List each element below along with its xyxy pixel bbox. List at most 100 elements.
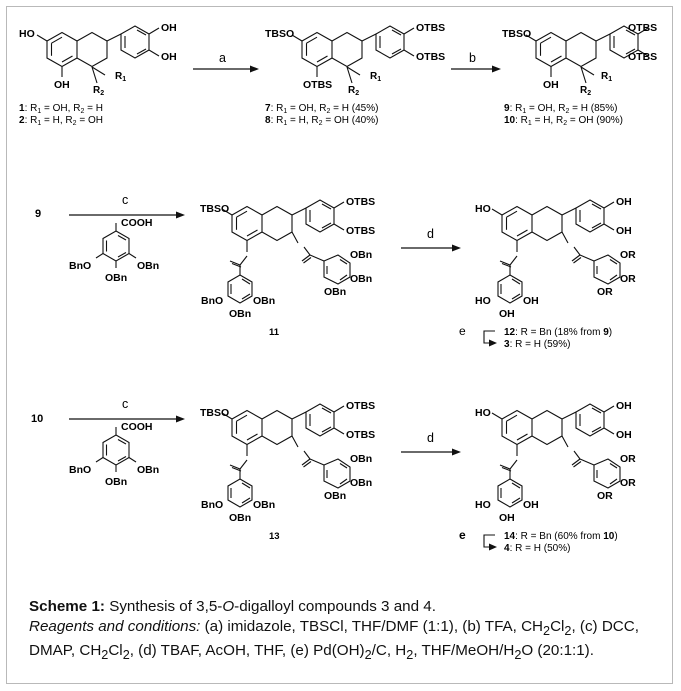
group-label: OH [616,196,632,208]
r1-label: R1 [601,71,612,83]
legend-line: 7: R1 = OH, R2 = H (45%) [265,103,378,115]
compound-9-10: TBSO OTBS OTBS OH R1 R2 9: R1 = OH, R2 =… [502,22,657,127]
group-label: OR [597,490,613,502]
subscript: 2 [364,648,372,663]
group-label: OBn [137,464,159,476]
conditions-text: , THF/MeOH/H [413,642,515,660]
group-label: OBn [229,308,251,320]
legend-line: 9: R1 = OH, R2 = H (85%) [504,103,617,115]
group-label: OBn [350,273,372,285]
group-label: OTBS [346,400,375,412]
caption-title-italic: O [222,598,235,615]
group-label: BnO [69,464,91,476]
arrow-label: c [122,193,128,207]
group-label: OH [616,400,632,412]
conditions-text: Cl [550,617,565,635]
group-label: OBn [350,249,372,261]
row-10-to-4: 10 c COOH BnO OBn OBn TBSO OTBS OTBS OBn… [31,397,636,554]
group-label: OH [161,51,177,63]
group-label: OH [616,225,632,237]
conditions-text: , (c) DCC, DMAP, CH [29,617,639,660]
r2-label: R2 [580,85,591,97]
group-label: OTBS [628,22,657,34]
caption-title: Scheme 1: Synthesis of 3,5-O-digalloyl c… [29,597,669,617]
group-label: OH [161,22,177,34]
group-label: OR [620,453,636,465]
compound-label: 11 [269,327,280,338]
group-label: OTBS [346,196,375,208]
start-compound-label: 10 [31,413,43,425]
group-label: OH [523,295,539,307]
arrow-e [483,534,495,548]
group-label: OTBS [416,51,445,63]
group-label: OBn [324,490,346,502]
group-label: COOH [121,421,153,433]
group-label: OTBS [628,51,657,63]
group-label: HO [475,499,491,511]
arrow-label: a [219,51,226,65]
legend-line: 3: R = H (59%) [504,339,570,350]
group-label: OTBS [303,79,332,91]
group-label: TBSO [502,28,531,40]
group-label: OBn [229,512,251,524]
group-label: OBn [137,260,159,272]
arrow-label: c [122,397,128,411]
conditions-text: (a) imidazole, TBSCl, THF/DMF (1:1), (b)… [200,617,544,635]
group-label: OH [499,512,515,524]
legend-line: 8: R1 = H, R2 = OH (40%) [265,115,378,127]
arrow-a: a [193,51,259,73]
caption-title-end: -digalloyl compounds 3 and 4. [234,598,436,615]
group-label: OH [616,429,632,441]
arrow-label: d [427,227,434,241]
conditions-text: Cl [108,642,123,660]
caption-title-text: Synthesis of 3,5- [104,598,223,615]
scheme-caption: Scheme 1: Synthesis of 3,5-O-digalloyl c… [29,597,669,666]
conditions-text: , (d) TBAF, AcOH, THF, (e) Pd(OH) [129,642,365,660]
group-label: OR [620,249,636,261]
compound-1-2: HO OH OH OH R1 R2 1: R1 = OH, R2 = H 2: … [19,22,177,127]
group-label: OTBS [346,429,375,441]
group-label: OR [597,286,613,298]
legend-line: 4: R = H (50%) [504,543,570,554]
group-label: OBn [253,499,275,511]
group-label: OBn [253,295,275,307]
gallic-acid-derivative [95,427,137,472]
group-label: OH [523,499,539,511]
legend-line: 10: R1 = H, R2 = OH (90%) [504,115,623,127]
group-label: OBn [324,286,346,298]
subscript: 2 [406,648,414,663]
group-label: OBn [105,476,127,488]
subscript: 2 [122,648,130,663]
arrow-label: e [459,324,466,338]
group-label: TBSO [200,407,229,419]
subscript: 2 [543,623,551,638]
legend-line: 2: R1 = H, R2 = OH [19,115,103,127]
scheme-frame: HO OH OH OH R1 R2 1: R1 = OH, R2 = H 2: … [6,6,673,684]
arrow-b: b [451,51,501,73]
group-label: OBn [350,477,372,489]
group-label: OBn [350,453,372,465]
start-compound-label: 9 [35,208,41,220]
subscript: 2 [564,623,572,638]
r2-label: R2 [93,85,104,97]
r1-label: R1 [370,71,381,83]
subscript: 2 [101,648,109,663]
caption-conditions: Reagents and conditions: (a) imidazole, … [29,617,669,666]
row-9-to-3: 9 c COOH BnO OBn OBn TBSO OTBS OTBS OBn … [35,193,636,350]
compound-label: 13 [269,531,280,542]
group-label: OTBS [416,22,445,34]
legend-line: 14: R = Bn (60% from 10) [504,531,618,542]
r2-label: R2 [348,85,359,97]
group-label: HO [475,407,491,419]
group-label: COOH [121,217,153,229]
group-label: OBn [105,272,127,284]
group-label: BnO [201,295,223,307]
arrow-label: d [427,431,434,445]
group-label: OH [543,79,559,91]
gallic-acid-derivative [95,223,137,268]
arrow-label: e [459,528,466,542]
conditions-heading: Reagents and conditions: [29,617,201,635]
group-label: OR [620,477,636,489]
caption-title-bold: Scheme 1: [29,598,105,615]
subscript: 2 [514,648,522,663]
